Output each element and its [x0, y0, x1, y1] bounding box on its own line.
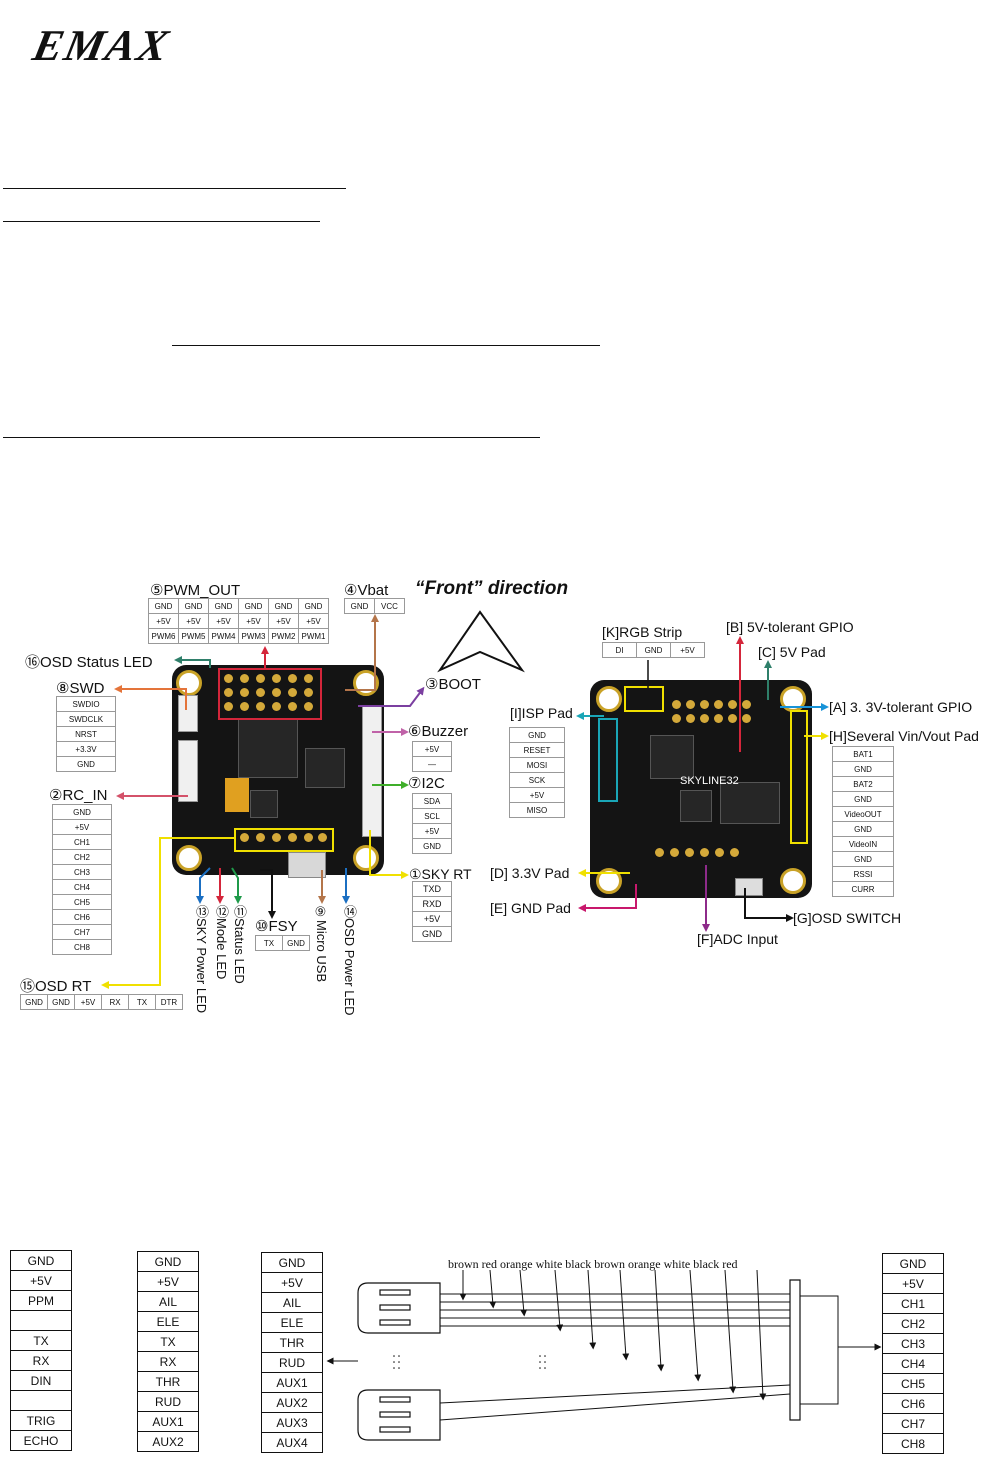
mount-hole-tl [176, 670, 202, 696]
osd-rt-label: ⑮OSD RT [20, 978, 92, 995]
status-led-label: ⑪Status LED [232, 905, 247, 984]
mount-hole-r-br [780, 868, 806, 894]
skyline-osd-chip [720, 782, 780, 824]
sky-rt-label: ①SKY RT [409, 866, 472, 882]
vin-pads-outline [790, 710, 808, 844]
divider-line-2 [3, 221, 320, 222]
upper-connector [357, 1282, 441, 1334]
rc-connector [178, 740, 198, 802]
osd-switch-part [735, 878, 763, 896]
micro-usb-label: ⑨Micro USB [314, 905, 329, 983]
micro-usb-port [288, 852, 326, 878]
buzzer-label: ⑥Buzzer [408, 723, 469, 740]
sensor-chip [250, 790, 278, 818]
mount-hole-br [353, 845, 379, 871]
sky-power-led-label: ⑬SKY Power LED [194, 905, 209, 1014]
swd-connector [178, 695, 198, 732]
cable-end-block [789, 1279, 801, 1421]
skyline-small-chip [680, 790, 712, 822]
fsy-label: ⑩FSY [255, 918, 298, 935]
swd-label: ⑧SWD [56, 680, 105, 697]
osd-status-led-label: ⑯OSD Status LED [25, 654, 153, 671]
pwm-out-label: ⑤PWM_OUT [150, 582, 241, 599]
i2c-label: ⑦I2C [408, 775, 445, 792]
divider-line-4 [3, 437, 540, 438]
gnd-pad-label: [E] GND Pad [490, 900, 571, 916]
osd-switch-label: [G]OSD SWITCH [793, 910, 902, 926]
osd-rt-header-outline [234, 828, 334, 852]
divider-line-1 [3, 188, 346, 189]
pwm-header-outline [218, 668, 322, 720]
isp-pad-label: [I]ISP Pad [510, 705, 573, 721]
wire-color-labels: brown red orange white black brown orang… [448, 1257, 738, 1271]
gpio-5v-label: [B] 5V-tolerant GPIO [726, 619, 854, 635]
mount-hole-r-tl [596, 686, 622, 712]
front-direction-triangle [437, 610, 525, 673]
rgb-strip-label: [K]RGB Strip [602, 624, 683, 640]
osd-power-led-label: ⑭OSD Power LED [342, 905, 357, 1016]
buzzer-table: +5V— [412, 741, 452, 772]
pad-33v-label: [D] 3.3V Pad [490, 865, 570, 881]
vbat-label: ④Vbat [344, 582, 389, 599]
mode-led-label: ⑫Mode LED [214, 905, 229, 980]
boot-label: ③BOOT [425, 676, 481, 693]
gpio-33v-label: [A] 3. 3V-tolerant GPIO [829, 699, 973, 715]
osd-chip [305, 748, 345, 788]
rgb-pads-outline [624, 686, 664, 712]
front-direction-label: “Front” direction [415, 578, 569, 599]
mount-hole-bl [176, 845, 202, 871]
divider-line-3 [172, 345, 600, 346]
capacitor [225, 778, 249, 812]
adc-input-label: [F]ADC Input [697, 931, 778, 947]
skyline-board-name: SKYLINE32 [680, 775, 739, 787]
vin-vout-label: [H]Several Vin/Vout Pad [829, 728, 979, 744]
rc-in-label: ②RC_IN [49, 787, 108, 804]
skyline-mcu [650, 735, 694, 779]
lower-connector [357, 1389, 441, 1441]
pad-5v-label: [C] 5V Pad [758, 644, 826, 660]
isp-pads-outline [598, 718, 618, 802]
